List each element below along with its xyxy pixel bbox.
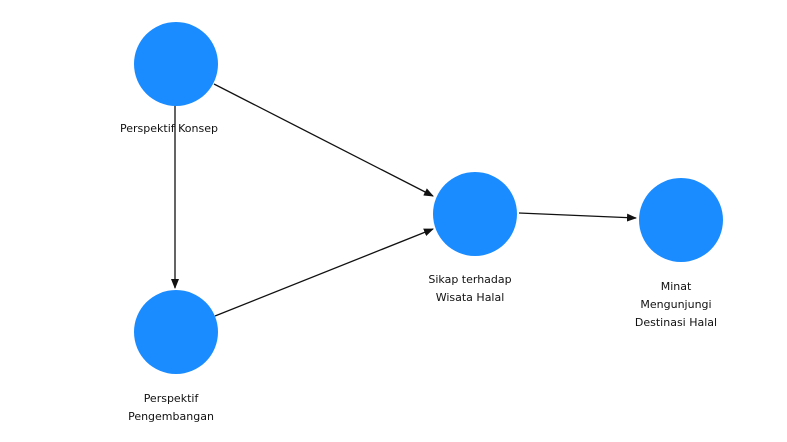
edge-sikap-to-minat — [518, 212, 637, 222]
label-line: Perspektif — [143, 392, 199, 405]
label-sikap-terhadap-wisata-halal: Sikap terhadap Wisata Halal — [428, 271, 511, 307]
label-line: Destinasi Halal — [634, 316, 718, 329]
node-perspektif-konsep — [134, 22, 218, 106]
node-perspektif-pengembangan — [134, 290, 218, 374]
node-sikap-terhadap-wisata-halal — [433, 172, 517, 256]
label-line: Wisata Halal — [435, 291, 505, 304]
node-minat-mengunjungi-destinasi-halal — [639, 178, 723, 262]
label-line: Pengembangan — [128, 410, 214, 423]
label-line: Sikap terhadap — [428, 273, 512, 286]
label-line: Minat — [660, 280, 692, 293]
edge-konsep-to-sikap — [213, 83, 434, 197]
label-line: Perspektif Konsep — [120, 122, 218, 135]
edge-pengembangan-to-sikap — [214, 228, 434, 317]
label-line: Mengunjungi — [640, 298, 712, 311]
label-perspektif-konsep: Perspektif Konsep — [120, 120, 218, 138]
label-perspektif-pengembangan: Perspektif Pengembangan — [128, 390, 214, 426]
label-minat-mengunjungi-destinasi-halal: Minat Mengunjungi Destinasi Halal — [635, 278, 717, 332]
